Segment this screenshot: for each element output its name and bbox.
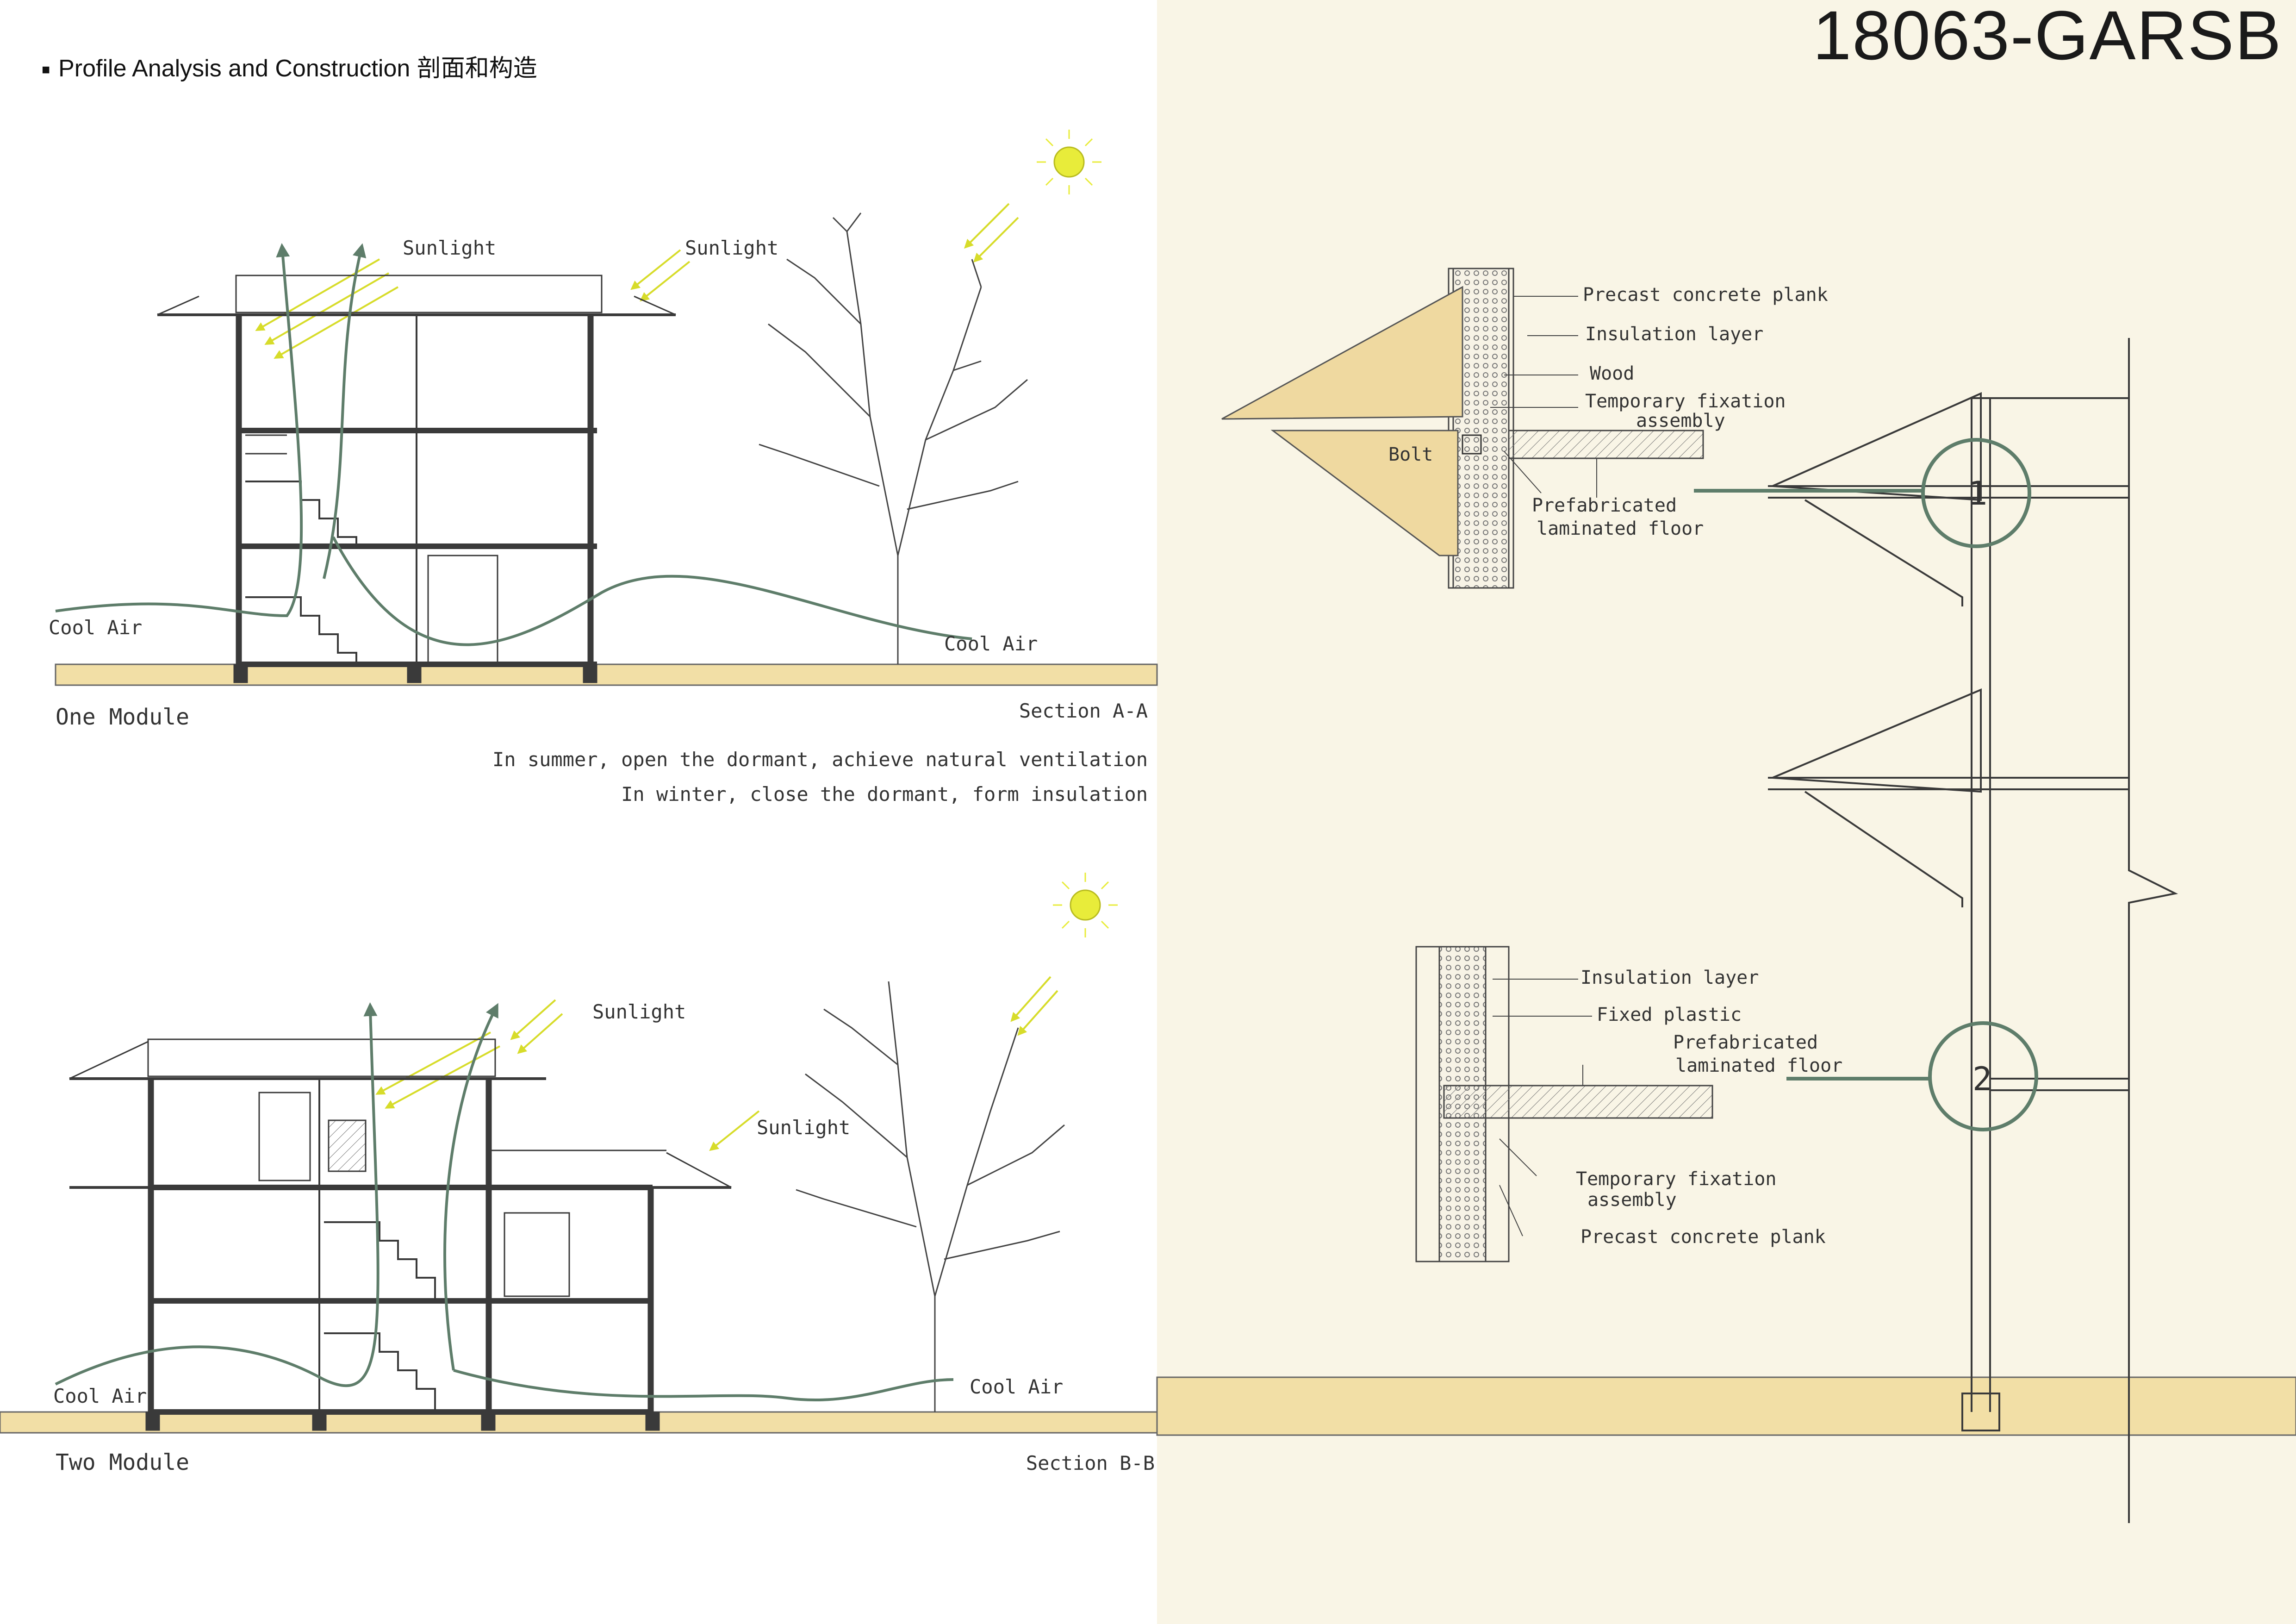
- bullet-icon: ■: [42, 62, 50, 78]
- marker-one-label: 1: [1968, 475, 1987, 512]
- sun-rays-b: [375, 976, 1058, 1151]
- section-b-name: Two Module: [56, 1449, 189, 1475]
- page-title-text: Profile Analysis and Construction 剖面和构造: [58, 55, 537, 82]
- section-a-label: Section A-A: [1019, 700, 1148, 722]
- section-a-drawing: Sunlight Sunlight Cool Air Cool Air One …: [49, 130, 1158, 806]
- detail-marker-2: [1928, 1021, 2038, 1131]
- detail1-insulation-label: Insulation layer: [1585, 324, 1763, 345]
- detail2-insulation-label: Insulation layer: [1580, 967, 1759, 988]
- building-b: [69, 1038, 732, 1431]
- detail1-bolt-label: Bolt: [1388, 444, 1433, 465]
- detail2-tempfix-label-1: Temporary fixation: [1576, 1168, 1776, 1190]
- detail1-wood-label: Wood: [1590, 363, 1634, 384]
- sunlight-label-a2: Sunlight: [685, 237, 778, 259]
- section-b-drawing: Sunlight Sunlight Cool Air Cool Air Two …: [0, 873, 1158, 1475]
- building-a: [157, 275, 676, 683]
- tree-b: [796, 981, 1065, 1412]
- detail1-floor-label-2: laminated floor: [1537, 518, 1704, 539]
- cool-air-label-a-right: Cool Air: [944, 632, 1038, 655]
- marker-two-label: 2: [1972, 1060, 1992, 1098]
- page-title: ■ Profile Analysis and Construction 剖面和构造: [42, 49, 537, 83]
- detail2-floor-label-2: laminated floor: [1675, 1055, 1842, 1076]
- sunlight-label-b2: Sunlight: [757, 1116, 850, 1139]
- ground-b: [0, 1411, 1158, 1434]
- sun-icon: [1037, 130, 1101, 194]
- ground-right: [1156, 1376, 2296, 1436]
- detail-marker-1: [1921, 438, 2031, 548]
- note-summer: In summer, open the dormant, achieve nat…: [492, 748, 1148, 771]
- sun-icon-b: [1053, 873, 1118, 937]
- detail1-tempfix-label-2: assembly: [1636, 410, 1725, 431]
- ground-a: [55, 663, 1158, 686]
- cool-air-label-b-left: Cool Air: [53, 1385, 147, 1407]
- detail1-tempfix-label-1: Temporary fixation: [1585, 391, 1786, 412]
- detail2-precast-label: Precast concrete plank: [1580, 1226, 1826, 1248]
- left-panel: [0, 0, 1157, 1624]
- airflow-b: [55, 1002, 954, 1402]
- cool-air-label-b-right: Cool Air: [970, 1375, 1063, 1398]
- section-a-name: One Module: [56, 704, 189, 730]
- sunlight-label-a1: Sunlight: [403, 237, 496, 259]
- elevation-drawing: 1 2: [1156, 338, 2296, 1523]
- detail2-floor-label-1: Prefabricated: [1673, 1032, 1818, 1053]
- section-b-label: Section B-B: [1026, 1452, 1155, 1474]
- tree-a: [759, 212, 1028, 664]
- right-panel: [1157, 0, 2296, 1624]
- airflow-a: [55, 243, 972, 646]
- detail-2-drawing: Insulation layer Fixed plastic Prefabric…: [1415, 946, 1842, 1262]
- detail1-floor-label-1: Prefabricated: [1532, 495, 1677, 516]
- cool-air-label-a-left: Cool Air: [49, 616, 142, 639]
- note-winter: In winter, close the dormant, form insul…: [621, 783, 1148, 806]
- detail2-tempfix-label-2: assembly: [1587, 1189, 1677, 1211]
- project-code: 18063-GARSB: [1812, 0, 2282, 74]
- detail-1-drawing: Precast concrete plank Insulation layer …: [1221, 268, 1828, 589]
- detail2-fixed-plastic-label: Fixed plastic: [1597, 1004, 1742, 1025]
- detail1-precast-label: Precast concrete plank: [1583, 284, 1828, 306]
- sun-rays-a: [255, 203, 1019, 359]
- sunlight-label-b1: Sunlight: [592, 1000, 686, 1023]
